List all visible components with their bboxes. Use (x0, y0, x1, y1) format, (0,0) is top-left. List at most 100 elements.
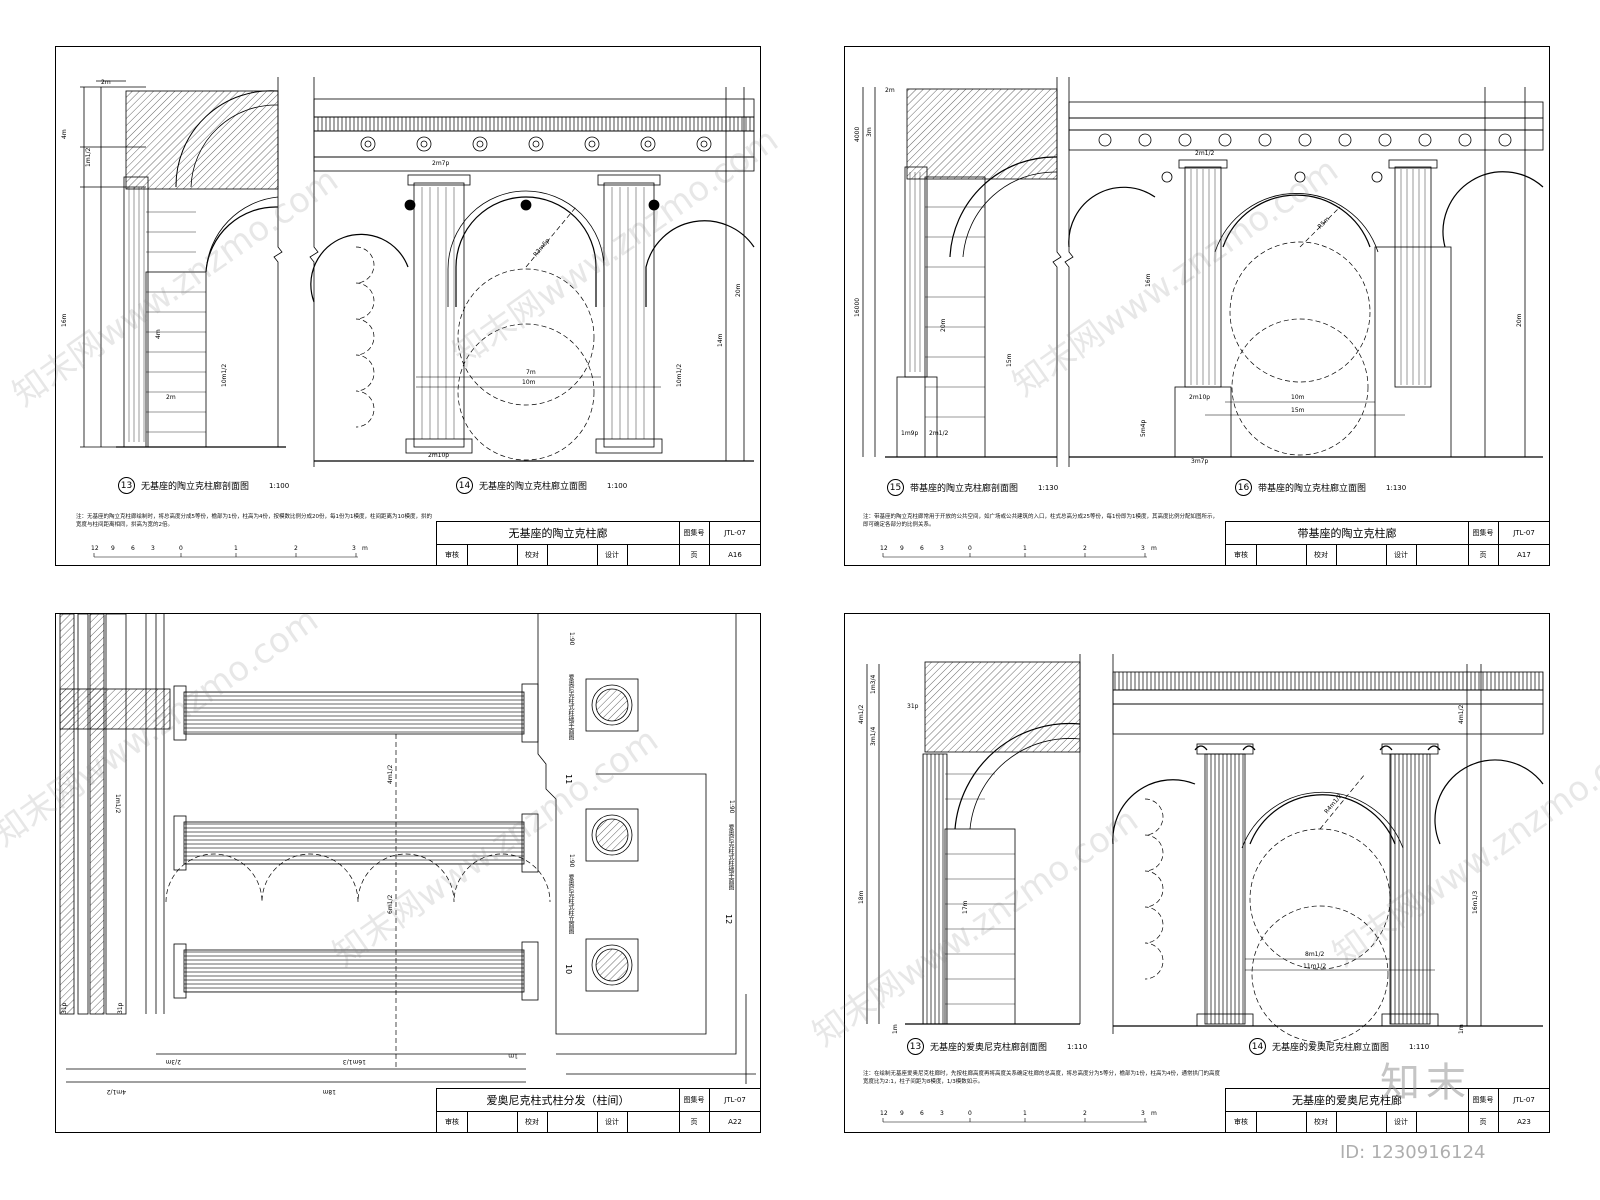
scale-bar: 12 9 6 3 0 1 2 3 m (880, 545, 1157, 558)
drawing-sheet-a16: 2m 4m 1m1/2 16m 4m 2m 10m1/2 2m7p R3m6p … (55, 46, 761, 566)
svg-text:2m1/2: 2m1/2 (1195, 150, 1215, 157)
svg-text:3: 3 (352, 545, 356, 552)
dim-label: R3m6p (532, 237, 551, 258)
svg-text:3m: 3m (866, 127, 873, 137)
plan-caption-11: 爱奥尼克柱式柱础平面图 (567, 674, 574, 740)
plan-caption-12-num: 12 (724, 914, 733, 925)
svg-text:3: 3 (1141, 1110, 1145, 1117)
svg-text:4m1/2: 4m1/2 (858, 704, 865, 724)
dim-label: 4m (155, 329, 162, 339)
plan-caption-11-scale: 1:90 (568, 632, 575, 646)
section-caption: 15 带基座的陶立克柱廊剖面图 1:130 (887, 479, 1058, 496)
svg-text:3: 3 (940, 545, 944, 552)
svg-text:3: 3 (1141, 545, 1145, 552)
svg-text:4m1/2: 4m1/2 (106, 1088, 126, 1095)
drawing-sheet-a17: 2m 3m 4000 16000 16m 20m 15m 1m9p 2m1/2 … (844, 46, 1550, 566)
dim-label: 2m (101, 79, 111, 86)
svg-text:31p: 31p (117, 1002, 124, 1014)
svg-text:16m1/3: 16m1/3 (343, 1058, 366, 1065)
drawing-note: 注：带基座的陶立克柱廊常用于开放的公共空间，如广场或公共建筑的入口，柱式总高分成… (863, 514, 1219, 528)
section-caption: 13 无基座的陶立克柱廊剖面图 1:100 (118, 477, 289, 494)
svg-text:0: 0 (968, 1110, 972, 1117)
dim-label: 2m10p (428, 452, 449, 459)
elevation-caption: 14 无基座的爱奥尼克柱廊立面图 1:110 (1249, 1038, 1429, 1055)
svg-text:6: 6 (131, 545, 135, 552)
svg-text:m: m (362, 545, 368, 552)
title-block: 无基座的陶立克柱廊 图集号 JTL-07 审核 校对 设计 页 A16 (436, 521, 760, 565)
svg-text:3m7p: 3m7p (1191, 458, 1208, 465)
svg-text:9: 9 (900, 545, 904, 552)
svg-text:15m: 15m (1006, 353, 1013, 367)
svg-text:15m: 15m (1291, 407, 1305, 414)
dim-label: 2m7p (432, 160, 449, 167)
dim-label: 10m1/2 (221, 364, 228, 387)
ionic-column-layout-drawing: 4m1/2 6m1/2 1m1/2 31p 31p 18m 16m1/3 2/3… (59, 614, 756, 1095)
svg-text:10m: 10m (1291, 394, 1305, 401)
svg-text:2/3m: 2/3m (165, 1058, 181, 1065)
drawing-note: 注：无基座的陶立克柱廊绘制时，将总高度分成5等份，檐部为1份，柱高为4份，按模数… (76, 514, 432, 528)
svg-text:0: 0 (179, 545, 183, 552)
svg-text:16m1/3: 16m1/3 (1472, 891, 1479, 914)
scale-bar: 12 9 6 3 0 1 2 3 m (880, 1110, 1157, 1123)
svg-text:3: 3 (940, 1110, 944, 1117)
sheet-title: 无基座的陶立克柱廊 (437, 522, 680, 545)
svg-text:1m3/4: 1m3/4 (870, 674, 877, 694)
plan-caption-12: 爱奥尼克柱式柱础平面图 (727, 824, 734, 890)
image-id: ID: 1230916124 (1340, 1142, 1486, 1163)
dim-label: 1m1/2 (85, 147, 92, 167)
svg-text:1m: 1m (508, 1052, 518, 1059)
svg-text:1m: 1m (1458, 1024, 1465, 1034)
dim-label: 16m (61, 313, 68, 327)
doric-pedestal-colonnade-drawing: 2m 3m 4000 16000 16m 20m 15m 1m9p 2m1/2 … (854, 77, 1544, 467)
svg-text:4000: 4000 (854, 127, 861, 142)
svg-text:2m1/2: 2m1/2 (929, 430, 949, 437)
svg-text:1m1/2: 1m1/2 (114, 794, 121, 814)
dim-label: 4m (61, 129, 68, 139)
dim-label: 7m (526, 369, 536, 376)
svg-text:16000: 16000 (854, 298, 861, 317)
dim-label: 10m1/2 (676, 364, 683, 387)
drawing-sheet-a22: 4m1/2 6m1/2 1m1/2 31p 31p 18m 16m1/3 2/3… (55, 613, 761, 1133)
svg-text:6: 6 (920, 545, 924, 552)
svg-text:2: 2 (294, 545, 298, 552)
svg-text:8m1/2: 8m1/2 (1305, 951, 1325, 958)
svg-text:2m: 2m (885, 87, 895, 94)
plan-caption-12-scale: 1:90 (728, 800, 735, 814)
drawing-note: 注：在绘制无基座爱奥尼克柱廊时，先按柱廊高度再将高度关系确定柱廊的总高度，将总高… (863, 1071, 1221, 1085)
sheet-title: 带基座的陶立克柱廊 (1226, 522, 1469, 545)
svg-text:0: 0 (968, 545, 972, 552)
title-block: 带基座的陶立克柱廊 图集号 JTL-07 审核 校对 设计 页 A17 (1225, 521, 1549, 565)
svg-text:12: 12 (91, 545, 99, 552)
scale-bar: 12 9 6 3 0 1 2 3 m (91, 545, 368, 558)
svg-text:5m4p: 5m4p (1140, 420, 1147, 437)
sheet-title: 爱奥尼克柱式柱分发（柱间） (437, 1089, 680, 1112)
svg-text:9: 9 (900, 1110, 904, 1117)
section-caption: 13 无基座的爱奥尼克柱廊剖面图 1:110 (907, 1038, 1087, 1055)
svg-text:2: 2 (1083, 545, 1087, 552)
svg-text:31p: 31p (907, 703, 919, 710)
svg-text:6: 6 (920, 1110, 924, 1117)
svg-text:16m: 16m (1145, 273, 1152, 287)
svg-text:31p: 31p (61, 1002, 68, 1014)
svg-text:m: m (1151, 545, 1157, 552)
svg-text:2m10p: 2m10p (1189, 394, 1210, 401)
title-block: 无基座的爱奥尼克柱廊 图集号 JTL-07 审核 校对 设计 页 A23 (1225, 1088, 1549, 1132)
plan-caption-11-num: 11 (564, 774, 573, 785)
svg-text:1m9p: 1m9p (901, 430, 918, 437)
svg-text:9: 9 (111, 545, 115, 552)
elevation-caption: 16 带基座的陶立克柱廊立面图 1:130 (1235, 479, 1406, 496)
doric-colonnade-drawing: 2m 4m 1m1/2 16m 4m 2m 10m1/2 2m7p R3m6p … (61, 77, 755, 467)
svg-text:2: 2 (1083, 1110, 1087, 1117)
plan-caption-10-num: 10 (564, 964, 573, 975)
svg-text:1: 1 (234, 545, 238, 552)
svg-text:1: 1 (1023, 545, 1027, 552)
plan-caption-10: 爱奥尼克柱式柱立面图 (567, 874, 574, 934)
svg-text:18m: 18m (322, 1088, 336, 1095)
ionic-colonnade-drawing: 4m1/2 1m3/4 31p 3m1/4 18m 17m 1m R4m1/2 … (858, 654, 1544, 1043)
svg-text:12: 12 (880, 545, 888, 552)
dim-label: 20m (735, 283, 742, 297)
svg-text:1: 1 (1023, 1110, 1027, 1117)
dim-label: 10m (522, 379, 536, 386)
svg-text:17m: 17m (962, 900, 969, 914)
svg-text:4m1/2: 4m1/2 (387, 764, 394, 784)
